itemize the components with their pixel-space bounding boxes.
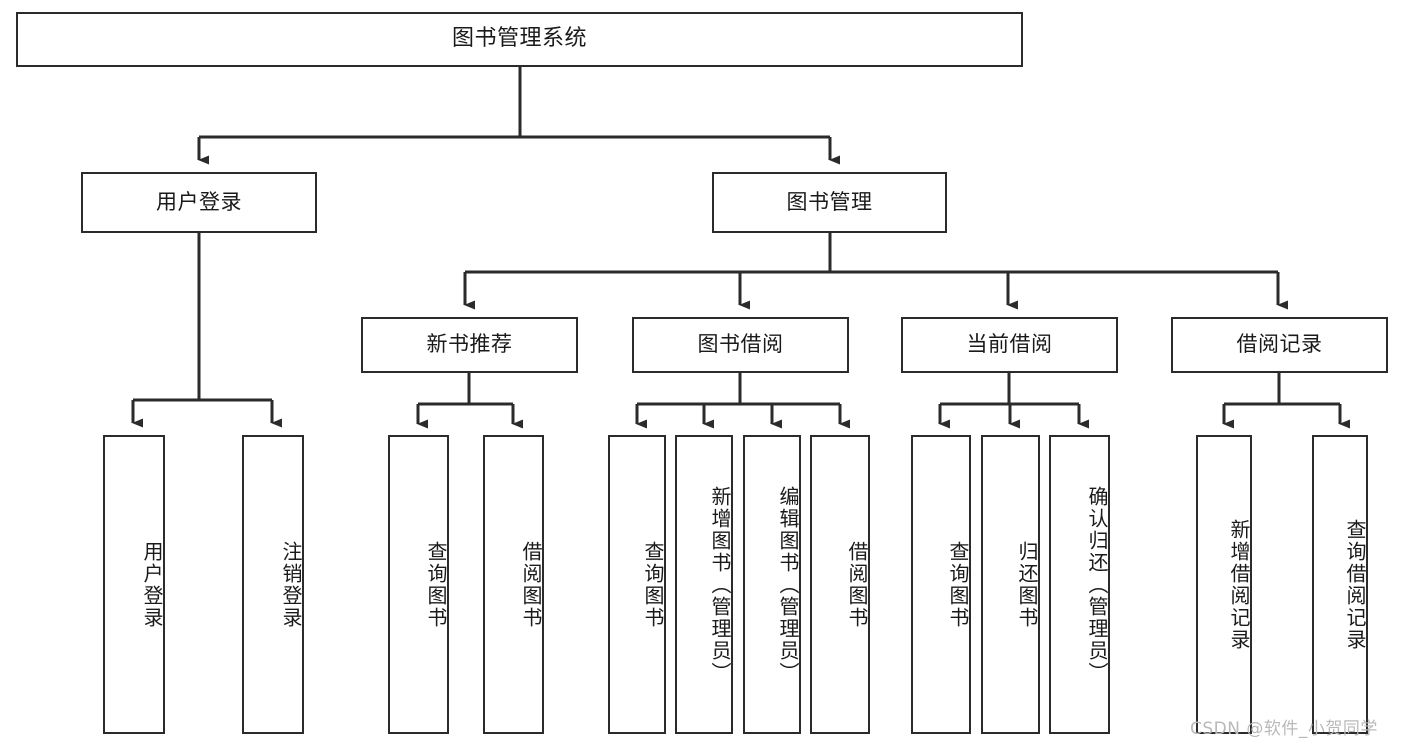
node-label: 查询借阅记录 [1343,518,1367,651]
node-label: 借阅图书 [519,540,543,629]
node-leaf-borrow-book[interactable]: 借阅图书 [810,435,870,734]
node-label: 用户登录 [140,540,164,629]
node-label: 用户登录 [156,189,242,214]
node-leaf-user-login[interactable]: 用户登录 [103,435,165,734]
node-leaf-logout-login[interactable]: 注销登录 [242,435,304,734]
node-new-book-recommend[interactable]: 新书推荐 [361,317,578,373]
node-leaf-borrow-book-recommend[interactable]: 借阅图书 [483,435,544,734]
node-leaf-add-book-admin[interactable]: 新增图书（管理员） [675,435,733,734]
node-book-manage[interactable]: 图书管理 [712,172,947,233]
node-label: 确认归还（管理员） [1085,485,1109,684]
node-label: 当前借阅 [966,332,1053,357]
node-borrow-record[interactable]: 借阅记录 [1171,317,1388,373]
node-leaf-edit-book-admin[interactable]: 编辑图书（管理员） [743,435,801,734]
node-book-borrow[interactable]: 图书借阅 [632,317,849,373]
node-label: 查询图书 [641,540,665,629]
node-label: 新增借阅记录 [1227,518,1251,651]
node-leaf-query-borrow-record[interactable]: 查询借阅记录 [1312,435,1368,734]
node-leaf-return-book[interactable]: 归还图书 [981,435,1040,734]
node-label: 注销登录 [279,540,303,629]
node-label: 图书管理系统 [451,26,587,52]
csdn-watermark: CSDN @软件_小贺同学 [1190,719,1378,739]
node-label: 编辑图书（管理员） [776,485,800,684]
edges-bookmanage-to-level2 [463,233,1288,310]
node-label: 借阅记录 [1236,332,1323,357]
node-leaf-query-book-borrow[interactable]: 查询图书 [608,435,666,734]
node-leaf-confirm-return-admin[interactable]: 确认归还（管理员） [1049,435,1110,734]
node-label: 查询图书 [424,540,448,629]
node-label: 图书借阅 [697,332,784,357]
edges-borrowrecord-to-leaves [1222,373,1350,429]
node-label: 新书推荐 [426,332,513,357]
node-label: 图书管理 [786,189,873,214]
node-label: 新增图书（管理员） [708,485,732,684]
node-current-borrow[interactable]: 当前借阅 [901,317,1118,373]
edges-bookborrow-to-leaves [635,373,850,429]
node-label: 借阅图书 [845,540,869,629]
node-label: 归还图书 [1015,540,1039,629]
node-root-system[interactable]: 图书管理系统 [16,12,1023,67]
edges-newbook-to-leaves [416,373,523,429]
node-label: 查询图书 [946,540,970,629]
edges-userlogin-to-leaves [131,233,282,428]
node-user-login[interactable]: 用户登录 [81,172,317,233]
edges-root-to-level1 [197,67,840,165]
node-leaf-query-book-recommend[interactable]: 查询图书 [388,435,449,734]
node-leaf-add-borrow-record[interactable]: 新增借阅记录 [1196,435,1252,734]
node-leaf-query-book-current[interactable]: 查询图书 [911,435,971,734]
edges-currentborrow-to-leaves [938,373,1089,429]
